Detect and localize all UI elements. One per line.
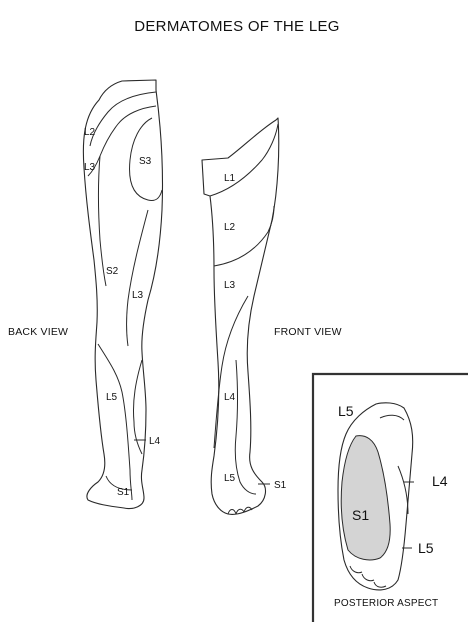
- front-label-l4: L4: [224, 392, 236, 403]
- back-label-l4: L4: [149, 436, 161, 447]
- front-view-label: FRONT VIEW: [274, 326, 342, 338]
- front-l5-border: [234, 359, 257, 495]
- front-view-leg: L1 L2 L3 L4 L5 S1: [201, 117, 287, 515]
- back-view-leg: L2 L3 S3 S2 L3 L5 L4 S1: [82, 79, 164, 510]
- foot-l5-top-border: [379, 414, 405, 421]
- back-label-l3-lower: L3: [132, 290, 144, 301]
- back-l3-strip-lateral: [98, 155, 107, 287]
- front-label-l1: L1: [224, 173, 236, 184]
- front-l2-l3-border: [213, 205, 275, 267]
- back-label-s1: S1: [117, 487, 130, 498]
- back-label-l2: L2: [84, 127, 96, 138]
- front-label-l2: L2: [224, 222, 236, 233]
- back-l5-border: [97, 343, 133, 501]
- back-leg-outline: [82, 79, 164, 510]
- front-l3-l4-border: [213, 295, 249, 449]
- back-label-s2: S2: [106, 266, 119, 277]
- foot-outline: [337, 402, 414, 591]
- posterior-aspect-label: POSTERIOR ASPECT: [334, 598, 439, 609]
- back-l2-lower-border: [87, 105, 157, 177]
- back-label-s3: S3: [139, 156, 152, 167]
- back-s2-l3-border: [126, 209, 149, 347]
- back-view-label: BACK VIEW: [8, 326, 69, 338]
- back-l2-upper-border: [89, 91, 157, 147]
- foot-label-l5-bottom: L5: [418, 540, 434, 556]
- foot-toes: [349, 565, 387, 588]
- back-heel-curve: [105, 475, 133, 491]
- inset-frame: [311, 372, 468, 622]
- front-label-l5: L5: [224, 473, 236, 484]
- back-s3-border: [129, 117, 163, 201]
- foot-label-s1: S1: [352, 507, 369, 523]
- front-l1-l2-border: [209, 123, 279, 197]
- foot-l4-border: [397, 465, 409, 515]
- front-label-s1: S1: [274, 480, 287, 491]
- back-label-l5: L5: [106, 392, 118, 403]
- diagram-title: DERMATOMES OF THE LEG: [134, 18, 340, 35]
- back-label-l3-upper: L3: [84, 162, 96, 173]
- front-label-l3: L3: [224, 280, 236, 291]
- foot-label-l4: L4: [432, 473, 448, 489]
- foot-s1-region: [340, 435, 391, 561]
- back-l4-border: [133, 359, 143, 455]
- front-toes: [227, 506, 253, 515]
- front-leg-outline: [201, 117, 280, 515]
- foot-label-l5-top: L5: [338, 403, 354, 419]
- posterior-aspect-inset: L5 L4 S1 L5: [311, 372, 468, 622]
